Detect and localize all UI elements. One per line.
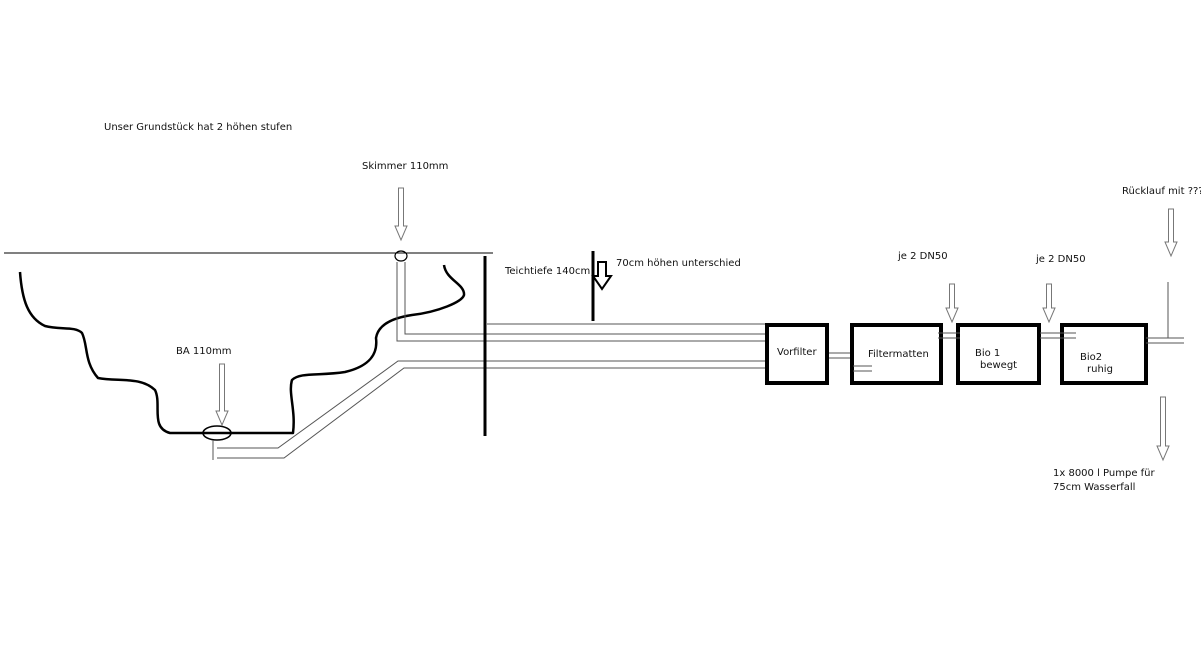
bio1-label-line2: bewegt bbox=[980, 360, 1018, 371]
intro-text: Unser Grundstück hat 2 höhen stufen bbox=[104, 122, 293, 133]
dn50-label-a: je 2 DN50 bbox=[898, 251, 948, 262]
ba-arrow bbox=[215, 363, 229, 427]
height-difference-label: 70cm höhen unterschied bbox=[616, 258, 741, 269]
bio2-label-line2: ruhig bbox=[1087, 364, 1113, 375]
bio2-label-line1: Bio2 bbox=[1080, 352, 1103, 363]
height-down-arrow bbox=[591, 261, 613, 291]
pump-label-line2: 75cm Wasserfall bbox=[1053, 482, 1136, 493]
box-connectors bbox=[829, 282, 1184, 372]
box-filtermatten bbox=[850, 323, 943, 385]
skimmer-opening bbox=[394, 250, 408, 262]
box-bio2 bbox=[1060, 323, 1148, 385]
vorfilter-label: Vorfilter bbox=[777, 347, 817, 358]
box-vorfilter bbox=[765, 323, 829, 385]
teichtiefe-label: Teichtiefe 140cm bbox=[505, 266, 591, 277]
filtermatten-label: Filtermatten bbox=[868, 349, 929, 360]
skimmer-label: Skimmer 110mm bbox=[362, 161, 449, 172]
pump-arrow bbox=[1156, 396, 1170, 462]
ba-label: BA 110mm bbox=[176, 346, 232, 357]
outline-arrows bbox=[215, 187, 1178, 462]
box-bio1 bbox=[956, 323, 1041, 385]
pump-label-line1: 1x 8000 l Pumpe für bbox=[1053, 468, 1155, 479]
dn50-arrow-a bbox=[945, 283, 959, 324]
ba-pipe bbox=[212, 360, 766, 460]
bio1-label-line1: Bio 1 bbox=[975, 348, 1001, 359]
dn50-label-b: je 2 DN50 bbox=[1036, 254, 1086, 265]
dn50-arrow-b bbox=[1042, 283, 1056, 324]
skimmer-pipe bbox=[396, 262, 766, 342]
skimmer-arrow bbox=[394, 187, 408, 242]
ba-opening bbox=[202, 425, 232, 441]
ruecklauf-label: Rücklauf mit ??? bbox=[1122, 186, 1201, 197]
pond-outline bbox=[18, 264, 466, 435]
ruecklauf-arrow bbox=[1164, 208, 1178, 258]
